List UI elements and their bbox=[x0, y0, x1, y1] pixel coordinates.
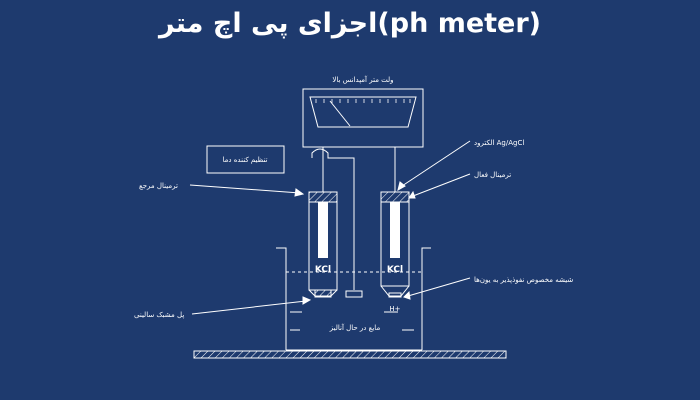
temp-controller-box bbox=[206, 145, 285, 174]
solution-label: مایع در حال آنالیز bbox=[329, 323, 381, 332]
leader-lines bbox=[189, 140, 471, 315]
page-title: اجزای پی اچ متر(ph meter) bbox=[158, 8, 542, 39]
reference-electrode bbox=[308, 191, 338, 298]
voltmeter-label: ولت متر آمپدانس بالا bbox=[332, 75, 393, 84]
meter-needle bbox=[329, 100, 351, 127]
glass-label: شیشه مخصوص نفوذپذیر به یون‌ها bbox=[474, 276, 573, 284]
temp-controller-label: تنظیم کننده دما bbox=[223, 156, 268, 164]
active-electrode bbox=[380, 191, 410, 298]
reference-terminal-label: ترمینال مرجع bbox=[139, 182, 178, 190]
beaker bbox=[276, 247, 431, 351]
salt-bridge-label: پل مشبک سالینی bbox=[134, 311, 184, 319]
active-terminal-label: ترمینال فعال bbox=[474, 171, 511, 179]
base-plate bbox=[193, 350, 507, 359]
hplus-label: H+ bbox=[389, 305, 400, 313]
kcl-right-label: KCl bbox=[387, 265, 403, 275]
electrode-label: الکترود Ag/AgCl bbox=[474, 139, 524, 147]
wires bbox=[311, 147, 396, 290]
kcl-left-label: KCl bbox=[315, 265, 331, 275]
voltmeter bbox=[302, 88, 424, 148]
temp-probe bbox=[345, 290, 363, 298]
